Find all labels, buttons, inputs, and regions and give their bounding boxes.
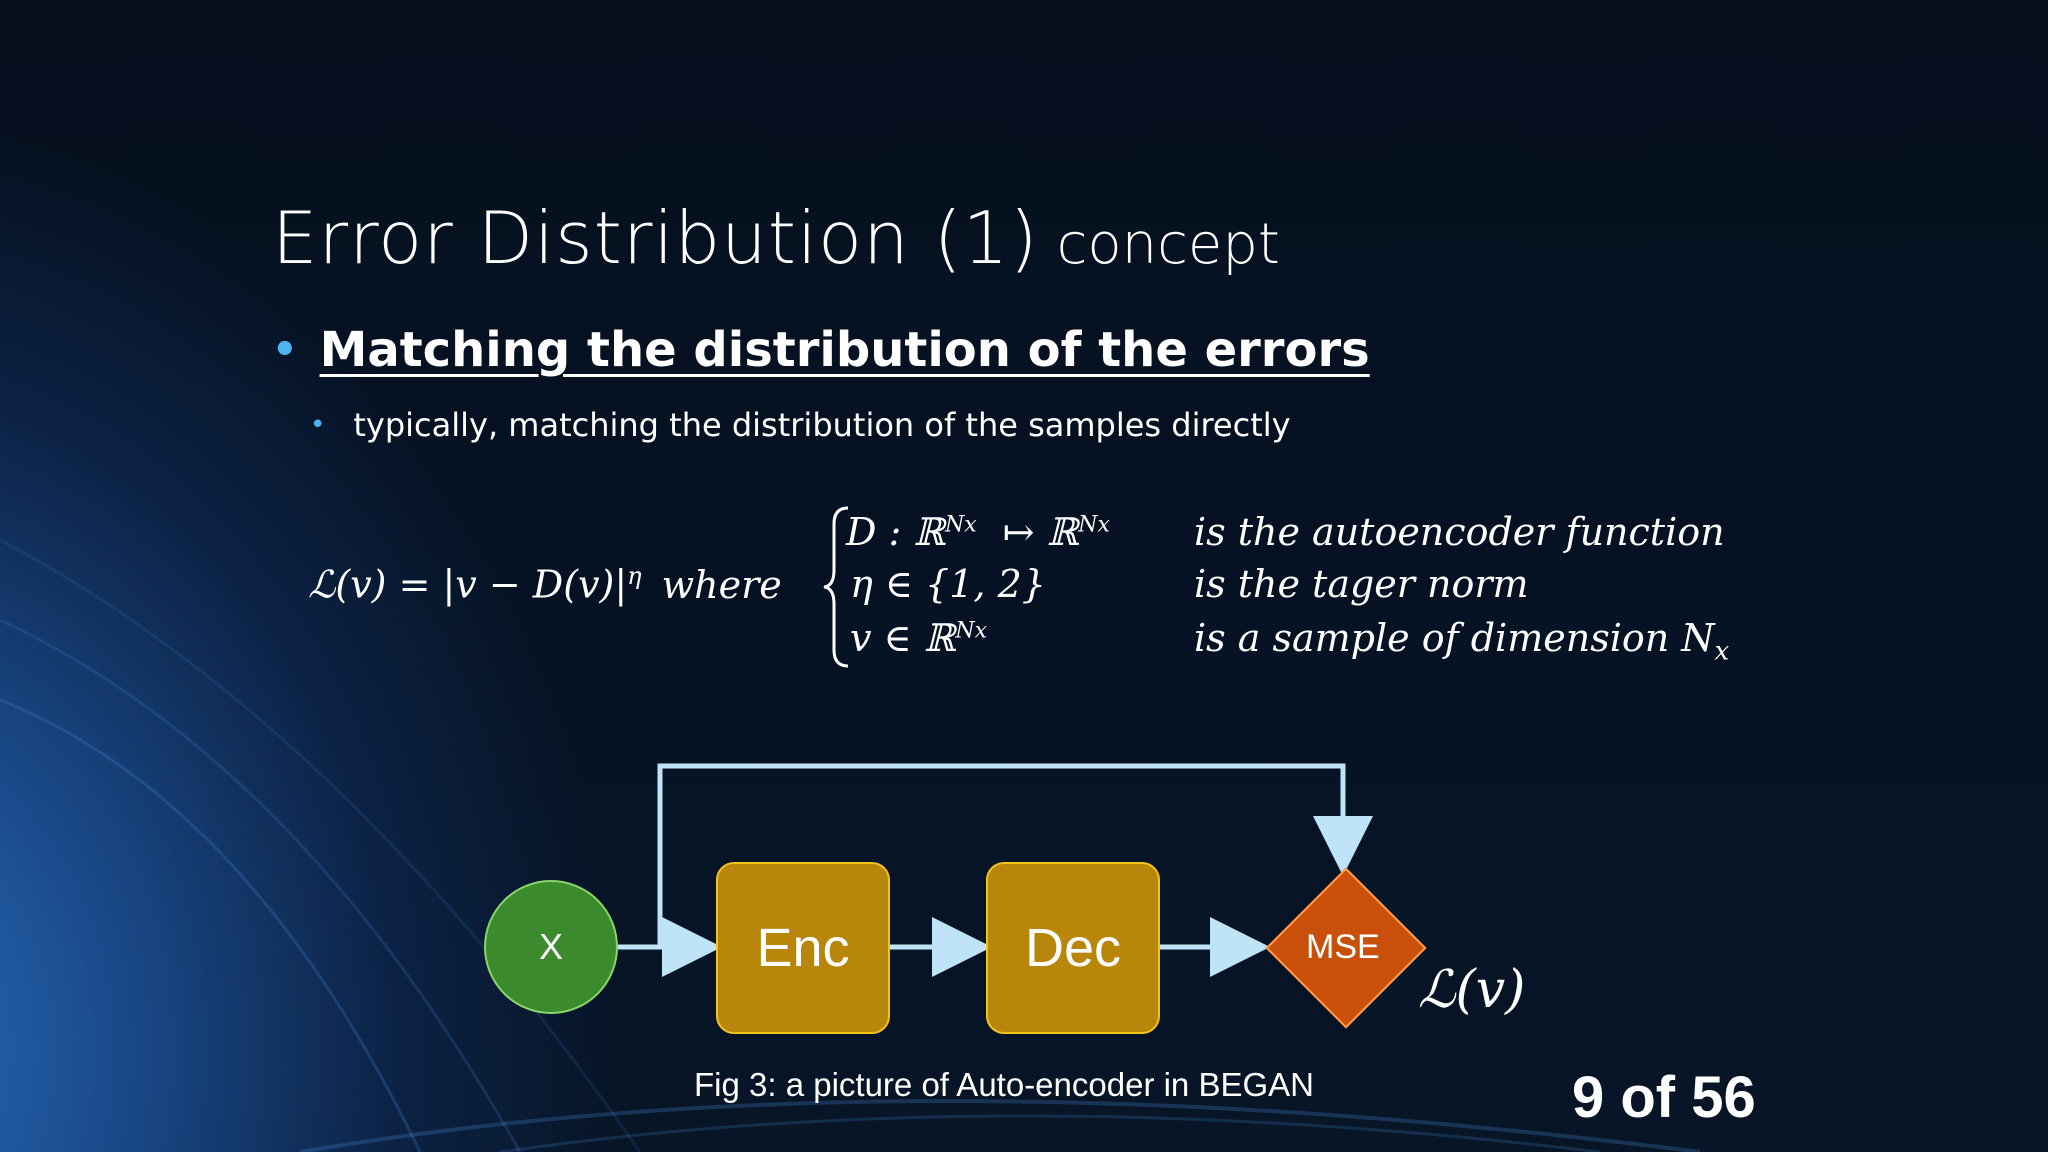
case1-desc: is the autoencoder function	[1194, 510, 1725, 554]
equation-case3: v ∈ ℝNx	[850, 616, 987, 660]
bullet-main: • Matching the distribution of the error…	[272, 322, 1370, 378]
decoder-block: Dec	[986, 862, 1160, 1034]
figure-caption: Fig 3: a picture of Auto-encoder in BEGA…	[694, 1066, 1314, 1103]
equation-case2: η ∈ {1, 2}	[850, 562, 1046, 606]
equation-where: where	[661, 562, 782, 607]
case1-map: ↦ ℝ	[1002, 510, 1079, 554]
case3-expr: v ∈ ℝ	[850, 616, 956, 660]
output-loss: ℒ(v)	[1418, 960, 1526, 1020]
brace-icon	[823, 506, 849, 668]
case1-expr: D : ℝ	[846, 510, 946, 554]
bullet-sub-text: typically, matching the distribution of …	[353, 406, 1291, 444]
case1-sup2: Nx	[1078, 512, 1110, 538]
bullet-dot-icon: •	[272, 327, 298, 373]
equation-lhs-text: ℒ(v) = |v − D(v)|	[308, 562, 628, 607]
bullet-sub: • typically, matching the distribution o…	[310, 406, 1291, 444]
title-sub: concept	[1056, 212, 1280, 277]
page-number: 9 of 56	[1572, 1065, 1756, 1130]
equation-case1: D : ℝNx ↦ ℝNx	[846, 510, 1110, 554]
bullet-dot-icon: •	[310, 410, 326, 440]
case2-desc: is the tager norm	[1194, 562, 1529, 606]
equation-lhs: ℒ(v) = |v − D(v)|η where	[308, 562, 782, 607]
input-node: X	[484, 880, 618, 1014]
case3-desc-text: is a sample of dimension N	[1194, 616, 1715, 660]
bullet-main-text: Matching the distribution of the errors	[319, 322, 1370, 378]
arrow-skip	[657, 763, 1373, 947]
case3-desc: is a sample of dimension Nx	[1194, 616, 1729, 667]
encoder-block: Enc	[716, 862, 890, 1034]
case3-sup: Nx	[955, 618, 988, 644]
case3-desc-sub: x	[1714, 636, 1730, 667]
case1-sup1: Nx	[945, 512, 977, 538]
title-main: Error Distribution (1)	[272, 196, 1039, 280]
mse-label: MSE	[1306, 928, 1380, 966]
equation-lhs-exp: η	[627, 562, 642, 590]
slide-title: Error Distribution (1) concept	[272, 196, 1280, 280]
